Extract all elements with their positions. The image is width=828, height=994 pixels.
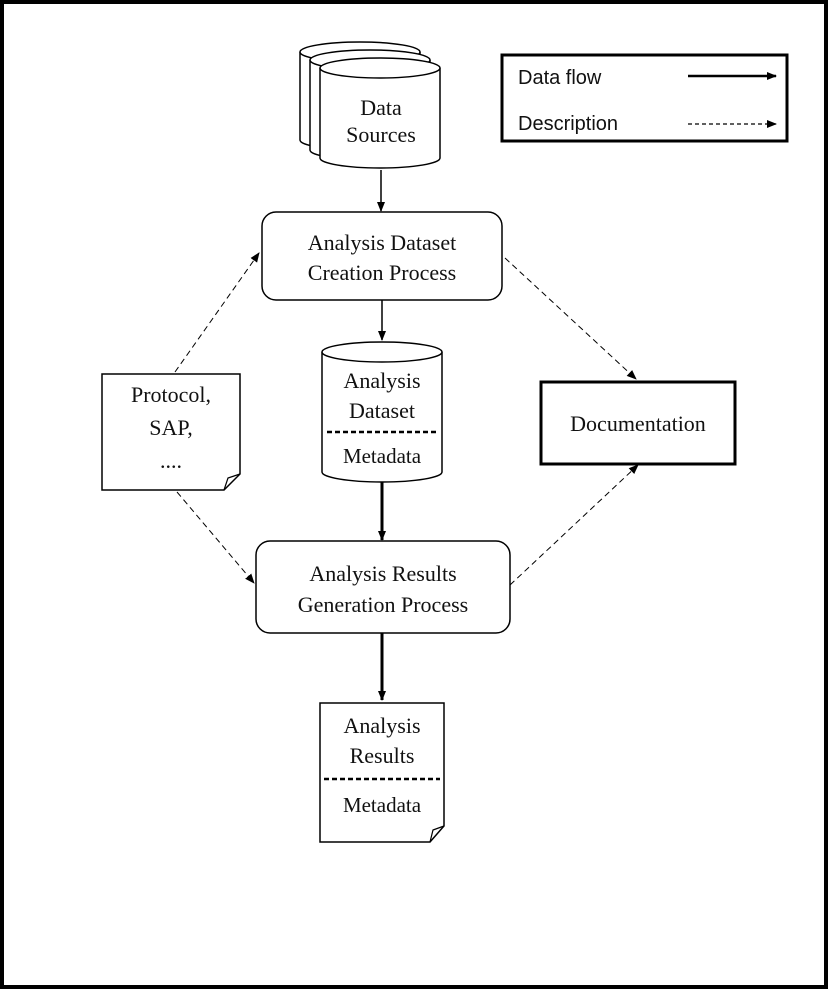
legend: Data flow Description (500, 53, 789, 143)
creation-process-node: Analysis Dataset Creation Process (261, 211, 503, 301)
data-sources-label-line2: Sources (346, 122, 416, 147)
creation-process-label-line1: Analysis Dataset (308, 230, 456, 255)
legend-box (500, 53, 789, 143)
analysis-dataset-label-line1: Analysis (344, 368, 421, 393)
arrow-protocol-to-creation (174, 252, 260, 373)
generation-process-label-line2: Generation Process (298, 592, 468, 617)
legend-data-flow-label: Data flow (518, 67, 602, 89)
analysis-results-document-shape (319, 702, 445, 843)
documentation-label: Documentation (570, 411, 706, 436)
analysis-dataset-label-line2: Dataset (349, 398, 415, 423)
data-sources-node: Data Sources (299, 41, 441, 169)
protocol-node: Protocol, SAP, .... (101, 373, 241, 491)
analysis-results-label-line2: Results (350, 743, 415, 768)
generation-process-node: Analysis Results Generation Process (255, 540, 511, 634)
protocol-document-shape (101, 373, 241, 491)
generation-process-box (255, 540, 511, 634)
generation-process-label-line1: Analysis Results (309, 561, 456, 586)
protocol-label-line1: Protocol, (131, 382, 211, 407)
analysis-results-node: Analysis Results Metadata (319, 702, 445, 843)
documentation-node: Documentation (539, 380, 737, 466)
analysis-dataset-node: Analysis Dataset Metadata (321, 341, 443, 483)
data-sources-label-line1: Data (360, 95, 402, 120)
creation-process-label-line2: Creation Process (308, 260, 456, 285)
protocol-label-line2: SAP, (149, 415, 192, 440)
analysis-results-label-line1: Analysis (344, 713, 421, 738)
analysis-results-meta-label: Metadata (343, 793, 422, 817)
protocol-label-line3: .... (160, 448, 182, 473)
analysis-dataset-meta-label: Metadata (343, 444, 422, 468)
documentation-box (539, 380, 737, 466)
cylinder-front (319, 57, 441, 169)
legend-description-label: Description (518, 113, 618, 135)
creation-process-box (261, 211, 503, 301)
